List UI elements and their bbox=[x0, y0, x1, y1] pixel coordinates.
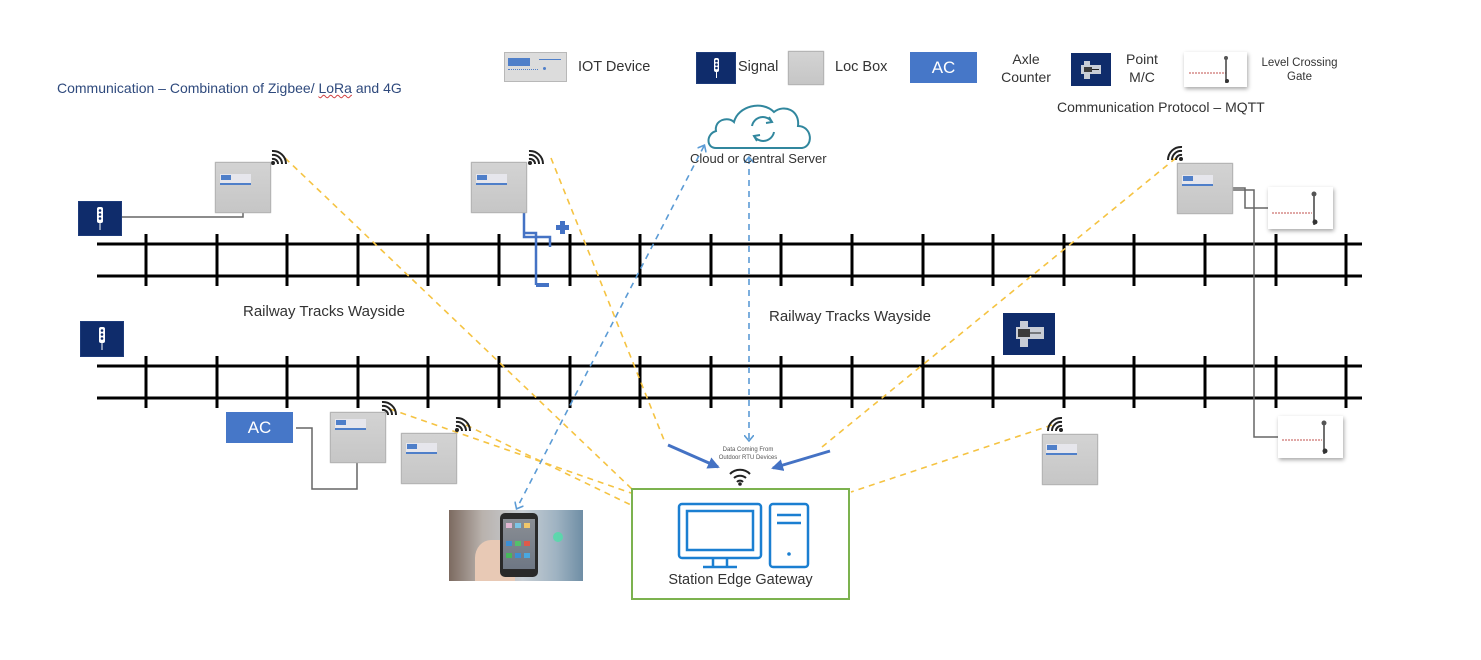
plus-icon bbox=[556, 221, 569, 234]
wireless-link bbox=[821, 157, 1177, 448]
track-sleepers bbox=[144, 234, 1348, 408]
data-coming-note: Data Coming From Outdoor RTU Devices bbox=[704, 446, 792, 462]
loc-box-iot-5[interactable] bbox=[401, 433, 457, 484]
legend-point-machine-icon bbox=[1071, 53, 1111, 86]
level-crossing-gate-lower[interactable] bbox=[1278, 416, 1343, 458]
loc-box-iot-2[interactable] bbox=[471, 162, 527, 213]
legend-iot-device-icon bbox=[504, 52, 567, 82]
level-crossing-icon bbox=[1282, 420, 1328, 454]
legend-point-mc-line1: Point bbox=[1126, 51, 1158, 67]
wireless-link bbox=[850, 424, 1053, 493]
level-crossing-gate-upper[interactable] bbox=[1268, 187, 1333, 229]
point-machine-icon bbox=[1016, 321, 1044, 347]
legend-axle-counter-label: Axle Counter bbox=[987, 50, 1065, 86]
iot-device-icon bbox=[1046, 444, 1077, 455]
station-edge-gateway-label: Station Edge Gateway bbox=[668, 572, 813, 588]
cloud-server-label: Cloud or Central Server bbox=[690, 151, 827, 166]
loc-box-iot-6[interactable] bbox=[1042, 434, 1098, 485]
gateway-arrow-right bbox=[771, 449, 831, 471]
cloud-link-mobile bbox=[517, 146, 704, 508]
iot-device-icon bbox=[406, 443, 437, 454]
cloud-links bbox=[517, 146, 749, 508]
signal-icon bbox=[97, 207, 103, 230]
iot-device-icon bbox=[1182, 175, 1213, 186]
legend-level-crossing-icon bbox=[1184, 52, 1247, 87]
data-coming-line2: Outdoor RTU Devices bbox=[718, 455, 778, 461]
legend-level-crossing-line1: Level Crossing bbox=[1261, 57, 1338, 69]
track-label-left: Railway Tracks Wayside bbox=[243, 303, 405, 320]
wifi-icon bbox=[271, 149, 288, 165]
wifi-icon bbox=[528, 149, 545, 165]
signal-upper[interactable] bbox=[78, 201, 122, 236]
cable-loc-to-gate-lower bbox=[1231, 189, 1278, 438]
point-machine[interactable] bbox=[1003, 313, 1055, 355]
gateway-arrows bbox=[667, 443, 831, 471]
legend-axle-counter-line1: Axle bbox=[1012, 51, 1040, 67]
loc-box-iot-4[interactable] bbox=[330, 412, 386, 463]
legend-axle-counter-line2: Counter bbox=[1001, 69, 1051, 85]
cloud-icon bbox=[707, 104, 811, 149]
loc-box-iot-1[interactable] bbox=[215, 162, 271, 213]
station-edge-gateway[interactable] bbox=[631, 488, 850, 600]
gateway-wifi-icon bbox=[729, 468, 751, 486]
signal-icon bbox=[99, 327, 105, 350]
cable-loc-to-gate-upper bbox=[1231, 187, 1268, 209]
cable-ac-to-loc bbox=[296, 427, 358, 490]
legend-level-crossing-label: Level Crossing Gate bbox=[1252, 56, 1347, 84]
legend-loc-box-label: Loc Box bbox=[835, 59, 888, 75]
computer-icon bbox=[677, 502, 810, 569]
loc-box-iot-3[interactable] bbox=[1177, 163, 1233, 214]
minus-icon bbox=[536, 283, 549, 287]
communication-suffix: and 4G bbox=[351, 80, 402, 96]
communication-prefix: Communication – Combination of Zigbee/ bbox=[57, 80, 319, 96]
data-coming-line1: Data Coming From bbox=[722, 447, 774, 453]
sync-icon bbox=[751, 116, 775, 142]
legend-iot-device-label: IOT Device bbox=[578, 59, 651, 75]
railway-track-upper bbox=[97, 242, 1362, 278]
track-label-right: Railway Tracks Wayside bbox=[769, 308, 931, 325]
axle-counter-badge[interactable]: AC bbox=[226, 412, 293, 443]
communication-protocol-label: Communication Protocol – MQTT bbox=[1057, 99, 1265, 115]
iot-device-icon bbox=[476, 174, 507, 185]
legend-ac-badge: AC bbox=[910, 52, 977, 83]
wifi-icon bbox=[455, 416, 472, 432]
signal-lower[interactable] bbox=[80, 321, 124, 357]
communication-lora: LoRa bbox=[318, 80, 352, 96]
phone-device bbox=[500, 513, 538, 577]
level-crossing-icon bbox=[1272, 191, 1318, 225]
legend-loc-box-icon bbox=[788, 51, 824, 85]
legend-signal-icon bbox=[696, 52, 736, 84]
legend-point-mc-label: Point M/C bbox=[1117, 50, 1167, 86]
mobile-phone-image bbox=[449, 510, 583, 581]
communication-title: Communication – Combination of Zigbee/ L… bbox=[57, 80, 402, 96]
legend-point-mc-line2: M/C bbox=[1129, 69, 1155, 85]
iot-device-icon bbox=[220, 174, 251, 185]
iot-device-icon bbox=[335, 419, 366, 430]
legend-signal-label: Signal bbox=[738, 59, 779, 75]
legend-level-crossing-line2: Gate bbox=[1287, 71, 1312, 83]
gateway-arrow-left bbox=[667, 443, 720, 469]
wifi-icon bbox=[1166, 145, 1183, 161]
cloud-server[interactable] bbox=[704, 98, 820, 154]
railway-track-lower bbox=[97, 364, 1362, 400]
wifi-icon bbox=[1046, 416, 1063, 432]
